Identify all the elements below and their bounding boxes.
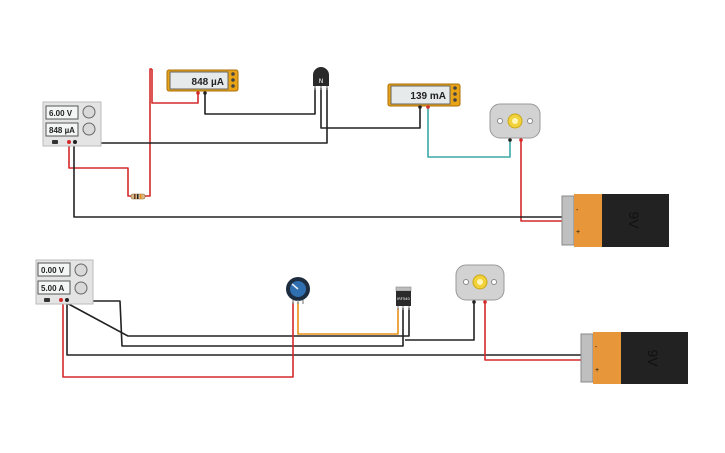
battery-9v-1[interactable]: - + 9V bbox=[561, 194, 669, 247]
top-circuit-wires bbox=[68, 68, 562, 222]
battery1-minus: - bbox=[576, 207, 579, 214]
wire-black-transistor-to-meter2[interactable] bbox=[320, 88, 421, 129]
dc-motor-2[interactable] bbox=[455, 264, 505, 304]
meter2-reading: 139 mA bbox=[410, 91, 446, 102]
battery1-label: 9V bbox=[626, 211, 642, 229]
wire-black-supply2-to-mosfet[interactable] bbox=[61, 300, 404, 347]
supply2-voltage-display: 0.00 V bbox=[41, 266, 65, 275]
supply1-voltage-display: 6.00 V bbox=[49, 109, 73, 118]
wire-black-supply2-to-battery2[interactable] bbox=[66, 301, 582, 356]
wire-red-supply-to-resistor[interactable] bbox=[68, 143, 131, 197]
mosfet[interactable]: IRF540 bbox=[395, 286, 412, 310]
wire-black-supply-to-battery[interactable] bbox=[73, 143, 562, 218]
battery2-plus: + bbox=[595, 367, 599, 374]
wire-teal-meter2-to-motor[interactable] bbox=[427, 107, 511, 158]
meter2-negative-terminal[interactable] bbox=[418, 105, 422, 109]
wire-red-motor2-to-battery2[interactable] bbox=[484, 302, 582, 361]
mosfet-label: IRF540 bbox=[397, 297, 410, 301]
meter1-negative-terminal[interactable] bbox=[203, 91, 207, 95]
supply2-negative-terminal[interactable] bbox=[65, 298, 69, 302]
supply1-voltage-knob[interactable] bbox=[82, 105, 96, 119]
supply1-current-knob[interactable] bbox=[82, 122, 96, 136]
potentiometer[interactable] bbox=[286, 277, 310, 304]
npn-transistor[interactable]: N bbox=[313, 67, 329, 90]
supply1-switch[interactable] bbox=[52, 140, 58, 144]
wire-red-supply2-to-pot[interactable] bbox=[62, 301, 294, 378]
power-supply-2[interactable]: 0.00 V 5.00 A bbox=[35, 259, 94, 305]
multimeter-2[interactable]: 139 mA bbox=[387, 83, 461, 109]
wire-black-mosfet-to-motor2[interactable] bbox=[405, 302, 475, 341]
supply1-positive-terminal[interactable] bbox=[67, 140, 71, 144]
supply2-switch[interactable] bbox=[44, 298, 50, 302]
multimeter-1[interactable]: 848 µA bbox=[166, 69, 239, 95]
meter1-positive-terminal[interactable] bbox=[196, 91, 200, 95]
wire-red-resistor-to-meter[interactable] bbox=[145, 68, 152, 197]
wire-red-top-to-meter1[interactable] bbox=[151, 69, 199, 104]
wire-black-transistor-to-supply[interactable] bbox=[75, 88, 328, 144]
battery-9v-2[interactable]: - + 9V bbox=[580, 332, 688, 384]
meter2-positive-terminal[interactable] bbox=[426, 105, 430, 109]
supply2-voltage-knob[interactable] bbox=[74, 263, 88, 277]
supply2-current-display: 5.00 A bbox=[41, 284, 64, 293]
supply1-negative-terminal[interactable] bbox=[73, 140, 77, 144]
battery1-plus: + bbox=[576, 229, 580, 236]
supply2-positive-terminal[interactable] bbox=[59, 298, 63, 302]
meter1-reading: 848 µA bbox=[192, 77, 224, 88]
power-supply-1[interactable]: 6.00 V 848 µA bbox=[42, 101, 102, 147]
supply2-current-knob[interactable] bbox=[74, 281, 88, 295]
wire-red-motor-to-battery[interactable] bbox=[520, 140, 562, 222]
dc-motor-1[interactable] bbox=[489, 103, 541, 142]
wire-black-supply2-diagonal[interactable] bbox=[62, 300, 410, 337]
battery2-label: 9V bbox=[645, 349, 661, 367]
resistor[interactable] bbox=[130, 193, 146, 200]
wire-black-meter1-to-transistor[interactable] bbox=[204, 88, 316, 115]
supply1-current-display: 848 µA bbox=[49, 126, 75, 135]
wire-orange-pot-to-mosfet[interactable] bbox=[297, 302, 399, 335]
bottom-circuit-wires bbox=[61, 300, 582, 378]
battery2-minus: - bbox=[595, 344, 598, 351]
transistor-label: N bbox=[319, 78, 324, 85]
